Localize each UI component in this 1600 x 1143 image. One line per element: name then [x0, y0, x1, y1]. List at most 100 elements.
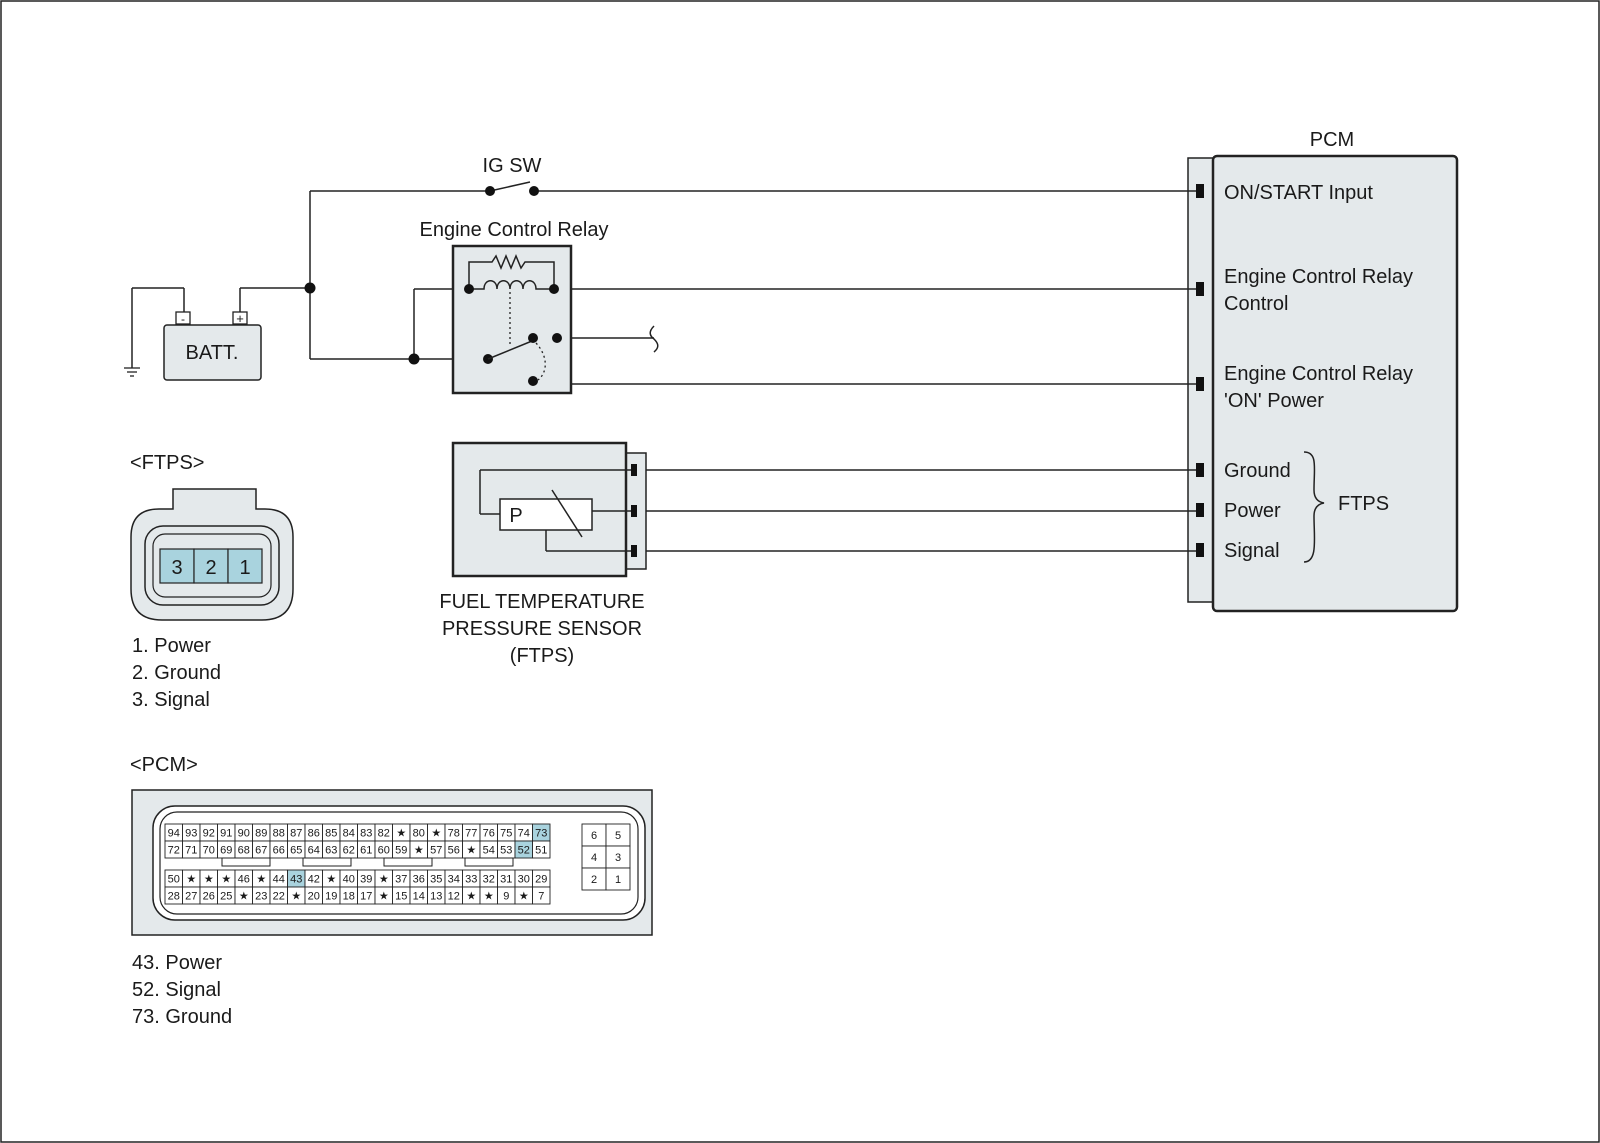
- pcm-pin-cell: [532, 886, 551, 905]
- pcm-pin-label: 36: [413, 874, 425, 886]
- pcm-pin-label: 39: [360, 874, 372, 886]
- pcm-pin-label: 42: [308, 874, 320, 886]
- pcm-pin-label: 26: [203, 891, 215, 903]
- ftps-pin-3-label: 3: [171, 557, 182, 579]
- pcm-pin-label: ★: [326, 874, 336, 886]
- pcm-small-pin-label: 1: [615, 874, 621, 886]
- pcm-pin-label: ★: [239, 891, 249, 903]
- ig-switch-label: IG SW: [483, 155, 542, 177]
- pcm-small-pin-label: 3: [615, 852, 621, 864]
- ig-switch-contact-left: [485, 186, 495, 196]
- pcm-pin-label: 43: [290, 874, 302, 886]
- pcm-pin-label: 15: [395, 891, 407, 903]
- pcm-pin-label: ★: [466, 845, 476, 857]
- pcm-pin-label: 86: [308, 828, 320, 840]
- ftps-pin-1: [227, 548, 263, 584]
- pcm-pin-label: 82: [378, 828, 390, 840]
- pcm-pin-label: 25: [220, 891, 232, 903]
- ftps-legend-3: 3. Signal: [132, 689, 210, 711]
- pcm-pin-label: 60: [378, 845, 390, 857]
- pcm-connector-strip: [1187, 157, 1217, 603]
- pcm-pin-label: 66: [273, 845, 285, 857]
- pcm-small-pin-label: 5: [615, 830, 621, 842]
- pcm-terminal-ground: [1196, 463, 1204, 477]
- pcm-pin-label: 89: [255, 828, 267, 840]
- pcm-pin-label: 33: [465, 874, 477, 886]
- main-wiring: [131, 190, 1196, 552]
- pcm-small-pin-label: 2: [591, 874, 597, 886]
- junction-relay-feed: [408, 353, 420, 365]
- ftps-legend-1: 1. Power: [132, 635, 211, 657]
- pcm-terminal-markers: [1196, 184, 1204, 557]
- pcm-pin-label: 57: [430, 845, 442, 857]
- pcm-pin-cell: [532, 840, 551, 859]
- pcm-ftps-group-label: FTPS: [1338, 493, 1389, 515]
- pcm-pin-label: 54: [483, 845, 495, 857]
- pcm-title: PCM: [1310, 129, 1354, 151]
- pcm-pin-label: 22: [273, 891, 285, 903]
- pcm-pin-label: 35: [430, 874, 442, 886]
- ftps-pin-1-label: 1: [239, 557, 250, 579]
- pcm-pin-label: 78: [448, 828, 460, 840]
- pcm-pin-label: 17: [360, 891, 372, 903]
- pressure-element: [499, 498, 593, 531]
- sensor-symbol: P: [509, 505, 522, 527]
- pcm-pin-label: ★: [379, 891, 389, 903]
- pcm-connector-keys: [221, 857, 514, 867]
- wire-break-symbol: [649, 325, 659, 353]
- battery-label: BATT.: [186, 342, 239, 364]
- relay-coil-icon: [469, 280, 554, 290]
- ftps-pin-3: [159, 548, 195, 584]
- pcm-pin-label: 27: [185, 891, 197, 903]
- pcm-pin-label: 87: [290, 828, 302, 840]
- pcm-pin-label: 61: [360, 845, 372, 857]
- pcm-pin-label: 90: [238, 828, 250, 840]
- pcm-pin-label: 37: [395, 874, 407, 886]
- pcm-pin-label: ★: [396, 828, 406, 840]
- pcm-connector-heading: <PCM>: [130, 754, 198, 776]
- pcm-label-ecr-control-1: Engine Control Relay: [1224, 266, 1413, 288]
- ig-switch-contact-right: [529, 186, 539, 196]
- ftps-legend-2: 2. Ground: [132, 662, 221, 684]
- ftps-pin-2-label: 2: [205, 557, 216, 579]
- ftps-connector-view: <FTPS> 3 2 1 1. Power 2. Ground 3. Signa…: [130, 452, 294, 711]
- pcm-label-ecr-control-2: Control: [1224, 293, 1288, 315]
- pcm-pin-label: 88: [273, 828, 285, 840]
- pcm-pin-label: 91: [220, 828, 232, 840]
- pcm-legend-2: 52. Signal: [132, 979, 221, 1001]
- pcm-pin-label: 14: [413, 891, 425, 903]
- pcm-pin-label: 63: [325, 845, 337, 857]
- pcm-pin-label: 94: [168, 828, 180, 840]
- pcm-pin-label: 20: [308, 891, 320, 903]
- pcm-pin-label: 53: [500, 845, 512, 857]
- pcm-pin-label: 74: [518, 828, 530, 840]
- ftps-pins: 3 2 1: [159, 548, 263, 584]
- ig-switch: IG SW: [483, 155, 542, 196]
- pcm-legend-3: 73. Ground: [132, 1006, 232, 1028]
- ground-icon: [124, 367, 140, 377]
- pcm-pin-label: 77: [465, 828, 477, 840]
- pcm-pin-label: 19: [325, 891, 337, 903]
- pcm-pin-label: ★: [466, 891, 476, 903]
- pcm-small-pin-cell: [605, 867, 631, 891]
- pcm-pin-label: 64: [308, 845, 320, 857]
- pcm-pin-label: 73: [535, 828, 547, 840]
- pcm-pin-label: 59: [395, 845, 407, 857]
- battery-pos-sign: +: [236, 311, 244, 326]
- relay-label: Engine Control Relay: [420, 219, 609, 241]
- pcm-terminal-on-start: [1196, 184, 1204, 198]
- pcm-pin-label: 51: [535, 845, 547, 857]
- ftps-connector-heading: <FTPS>: [130, 452, 204, 474]
- pcm-terminal-power: [1196, 503, 1204, 517]
- pcm-label-ground: Ground: [1224, 460, 1291, 482]
- pcm-pin-label: 62: [343, 845, 355, 857]
- pcm-terminal-ecr-control: [1196, 282, 1204, 296]
- battery-neg-terminal: [175, 311, 191, 325]
- pcm-pin-label: ★: [186, 874, 196, 886]
- pcm-small-pin-label: 4: [591, 852, 597, 864]
- pcm-small-pin-label: 6: [591, 830, 597, 842]
- pcm-pin-label: 13: [430, 891, 442, 903]
